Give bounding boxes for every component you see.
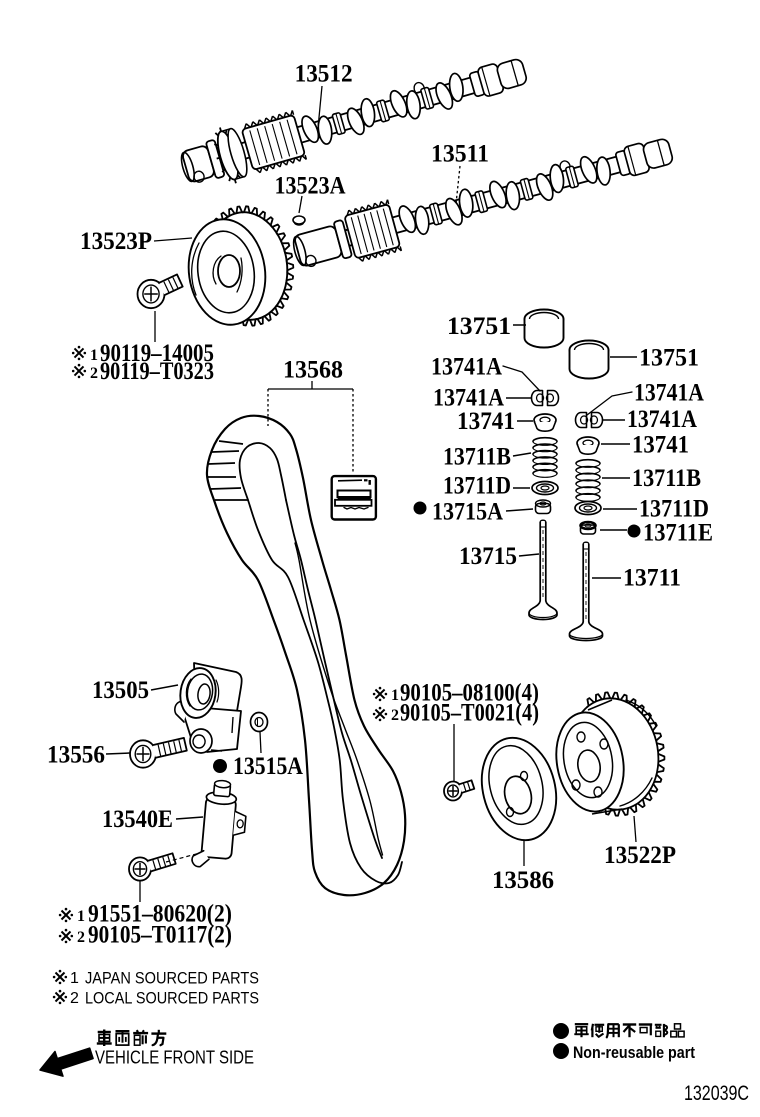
svg-text:13741A: 13741A xyxy=(433,385,504,412)
svg-text:2: 2 xyxy=(77,929,85,946)
svg-text:1: 1 xyxy=(77,908,85,925)
svg-text:13711: 13711 xyxy=(623,565,681,592)
svg-text:90105–08100(4): 90105–08100(4) xyxy=(400,680,539,707)
svg-text:Non-reusable part: Non-reusable part xyxy=(573,1043,695,1062)
svg-text:13540E: 13540E xyxy=(102,806,173,833)
svg-text:13556: 13556 xyxy=(47,742,105,769)
svg-text:13515A: 13515A xyxy=(233,753,303,780)
svg-text:90119–T0323: 90119–T0323 xyxy=(100,358,214,385)
svg-text:13505: 13505 xyxy=(92,677,149,704)
svg-text:13512: 13512 xyxy=(295,61,353,88)
svg-text:13511: 13511 xyxy=(431,141,489,168)
svg-text:1: 1 xyxy=(391,687,399,704)
svg-text:VEHICLE FRONT SIDE: VEHICLE FRONT SIDE xyxy=(95,1048,254,1068)
svg-text:13741A: 13741A xyxy=(627,406,697,433)
svg-text:13741: 13741 xyxy=(457,408,515,435)
svg-text:13715: 13715 xyxy=(459,543,517,570)
svg-text:91551–80620(2): 91551–80620(2) xyxy=(88,901,232,928)
svg-text:13751: 13751 xyxy=(639,345,699,372)
svg-text:2: 2 xyxy=(391,707,399,724)
svg-text:90105–T0117(2): 90105–T0117(2) xyxy=(88,922,232,949)
svg-text:2: 2 xyxy=(70,990,79,1007)
svg-text:13741: 13741 xyxy=(632,432,689,459)
svg-text:LOCAL SOURCED PARTS: LOCAL SOURCED PARTS xyxy=(85,989,259,1008)
svg-text:13523A: 13523A xyxy=(275,173,346,200)
svg-text:13711B: 13711B xyxy=(443,444,511,471)
svg-text:13711B: 13711B xyxy=(632,465,701,492)
svg-text:2: 2 xyxy=(90,365,98,382)
svg-text:JAPAN SOURCED PARTS: JAPAN SOURCED PARTS xyxy=(85,969,259,988)
svg-text:132039C: 132039C xyxy=(684,1082,749,1105)
svg-text:1: 1 xyxy=(70,970,79,987)
svg-text:90119–14005: 90119–14005 xyxy=(100,340,214,367)
svg-text:1: 1 xyxy=(90,347,98,364)
svg-text:13711D: 13711D xyxy=(443,473,511,500)
svg-text:13586: 13586 xyxy=(492,867,554,894)
svg-text:90105–T0021(4): 90105–T0021(4) xyxy=(400,700,539,727)
svg-text:13523P: 13523P xyxy=(80,228,152,255)
svg-text:13711D: 13711D xyxy=(639,496,709,523)
svg-text:13741A: 13741A xyxy=(634,380,704,407)
svg-text:13751: 13751 xyxy=(447,313,511,340)
svg-text:13522P: 13522P xyxy=(604,842,676,869)
svg-text:13715A: 13715A xyxy=(432,499,503,526)
svg-text:13568: 13568 xyxy=(283,357,343,384)
svg-text:13711E: 13711E xyxy=(643,520,713,547)
svg-text:13741A: 13741A xyxy=(431,354,502,381)
